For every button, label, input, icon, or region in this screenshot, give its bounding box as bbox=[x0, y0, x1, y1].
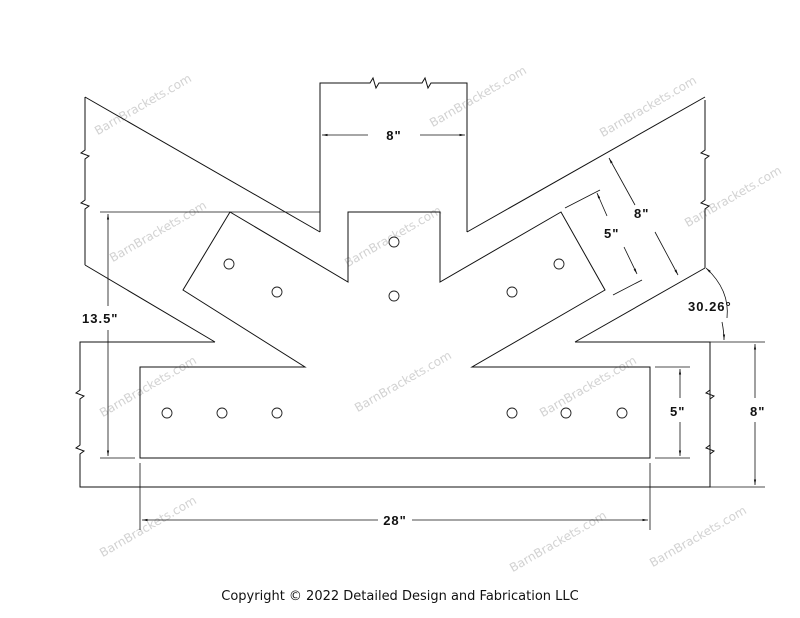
bolt-hole bbox=[553, 258, 565, 270]
dim-bracket-height: 13.5" bbox=[82, 211, 320, 459]
rafter-depth-label: 8" bbox=[634, 206, 649, 221]
bolt-hole bbox=[506, 286, 518, 298]
watermark-text: BarnBrackets.com bbox=[97, 493, 199, 560]
copyright-text: Copyright © 2022 Detailed Design and Fab… bbox=[221, 589, 579, 604]
bolt-hole bbox=[388, 236, 400, 248]
bolt-hole bbox=[223, 258, 235, 270]
left-rafter bbox=[79, 96, 321, 343]
post bbox=[319, 76, 468, 232]
watermark-text: BarnBrackets.com bbox=[342, 203, 444, 270]
watermark-text: BarnBrackets.com bbox=[597, 73, 699, 140]
bolt-holes bbox=[161, 236, 628, 419]
watermark-text: BarnBrackets.com bbox=[427, 63, 529, 130]
beam bbox=[74, 341, 716, 488]
beam-depth-label: 8" bbox=[750, 404, 765, 419]
watermark-text: BarnBrackets.com bbox=[107, 198, 209, 265]
bolt-hole bbox=[271, 286, 283, 298]
dim-arm: 5" 8" 30.26° bbox=[564, 157, 732, 341]
arm-width-label: 5" bbox=[604, 226, 619, 241]
watermark-text: BarnBrackets.com bbox=[682, 163, 784, 230]
bolt-hole bbox=[216, 407, 228, 419]
bolt-hole bbox=[506, 407, 518, 419]
bracket-length-label: 28" bbox=[383, 513, 407, 528]
watermark-text: BarnBrackets.com bbox=[352, 348, 454, 415]
dim-post-width: 8" bbox=[322, 128, 465, 143]
bracket-plate bbox=[139, 211, 651, 459]
watermark-text: BarnBrackets.com bbox=[97, 353, 199, 420]
watermark-text: BarnBrackets.com bbox=[647, 503, 749, 570]
bolt-hole bbox=[616, 407, 628, 419]
bolt-hole bbox=[271, 407, 283, 419]
right-rafter bbox=[466, 96, 711, 343]
bolt-hole bbox=[388, 290, 400, 302]
beam-arm-width-label: 5" bbox=[670, 404, 685, 419]
angle-label: 30.26° bbox=[688, 299, 732, 314]
bracket-height-label: 13.5" bbox=[82, 311, 118, 326]
watermark-text: BarnBrackets.com bbox=[507, 508, 609, 575]
bolt-hole bbox=[560, 407, 572, 419]
dim-beam: 5" 8" 28" bbox=[139, 341, 765, 530]
watermark-text: BarnBrackets.com bbox=[92, 71, 194, 138]
post-width-label: 8" bbox=[386, 128, 401, 143]
bolt-hole bbox=[161, 407, 173, 419]
